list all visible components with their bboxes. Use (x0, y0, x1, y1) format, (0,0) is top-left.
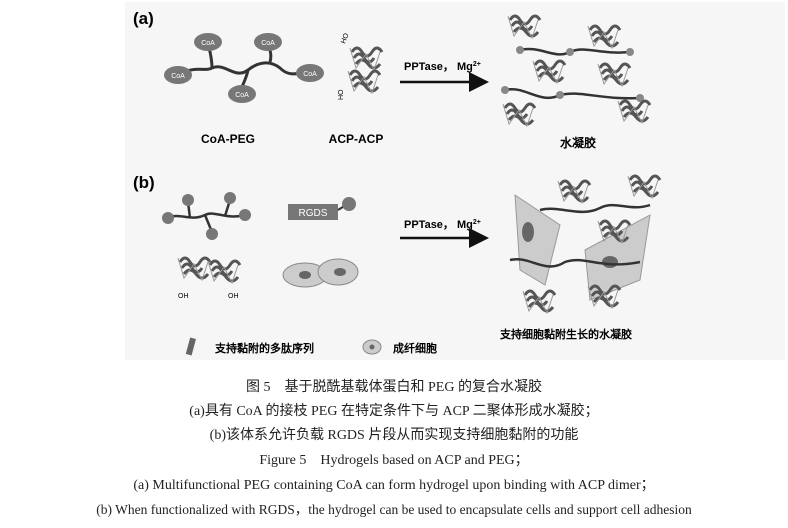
svg-text:CoA: CoA (171, 73, 185, 80)
hydrogel-label-a: 水凝胶 (560, 135, 596, 150)
acp-dimer-structure: HO HO (338, 32, 384, 100)
hydrogel-network (501, 14, 652, 128)
acp-dimer-b: OH OH (176, 256, 242, 300)
reaction-conditions-b: PPTase， Mg2+ (404, 219, 481, 231)
caption-cn-a: (a)具有 CoA 的接枝 PEG 在特定条件下与 ACP 二聚体形成水凝胶； (189, 404, 599, 419)
caption-cn-title: 图 5 基于脱酰基载体蛋白和 PEG 的复合水凝胶 (246, 380, 542, 395)
svg-text:HO: HO (340, 32, 350, 45)
caption-en-title: Figure 5 Hydrogels based on ACP and PEG； (259, 453, 529, 468)
coa-peg-molecule: CoA CoA CoA CoA CoA (164, 33, 324, 103)
figure-diagram: (a) CoA CoA CoA CoA CoA HO HO PPTase， Mg… (125, 2, 785, 360)
figure-background (125, 2, 785, 360)
reaction-conditions-a: PPTase， Mg2+ (404, 61, 481, 73)
svg-text:CoA: CoA (261, 40, 275, 47)
fibroblast-cells (282, 258, 359, 288)
svg-text:RGDS: RGDS (299, 208, 328, 219)
caption-cn-b: (b)该体系允许负载 RGDS 片段从而实现支持细胞黏附的功能 (209, 428, 579, 443)
svg-text:支持黏附的多肽序列: 支持黏附的多肽序列 (214, 341, 314, 355)
panel-b-label: (b) (133, 173, 155, 192)
svg-text:CoA: CoA (303, 71, 317, 78)
hydrogel-label-b: 支持细胞黏附生长的水凝胶 (499, 327, 632, 341)
svg-text:CoA: CoA (235, 92, 249, 99)
acp-acp-label: ACP-ACP (329, 132, 384, 146)
peg-molecule-b (162, 192, 251, 240)
svg-text:成纤细胞: 成纤细胞 (393, 341, 437, 355)
rgds-peptide: RGDS (288, 197, 356, 220)
coa-peg-label: CoA-PEG (201, 132, 255, 146)
caption-en-b: (b) When functionalized with RGDS，the hy… (96, 502, 692, 517)
svg-text:CoA: CoA (201, 40, 215, 47)
panel-a-label: (a) (133, 9, 154, 28)
svg-text:OH: OH (178, 293, 189, 300)
cell-laden-hydrogel (509, 174, 662, 315)
svg-text:OH: OH (228, 293, 239, 300)
legend: 支持黏附的多肽序列 成纤细胞 (185, 337, 437, 356)
svg-text:HO: HO (338, 89, 345, 100)
caption-en-a: (a) Multifunctional PEG containing CoA c… (133, 478, 655, 493)
